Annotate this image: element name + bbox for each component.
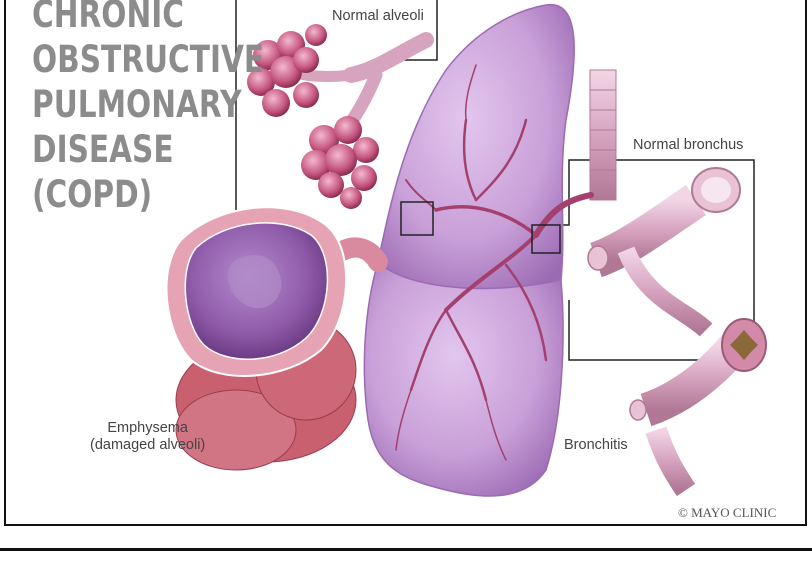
title-line: CHRONIC <box>32 0 264 37</box>
title-line: DISEASE <box>32 127 264 172</box>
title-line: (COPD) <box>32 172 264 217</box>
bronchitis-label: Bronchitis <box>564 437 628 454</box>
title-line: PULMONARY <box>32 82 264 127</box>
emphysema-label-sub: (damaged alveoli) <box>90 437 205 454</box>
diagram-title: CHRONIC OBSTRUCTIVE PULMONARY DISEASE (C… <box>32 0 264 217</box>
bottom-divider <box>0 548 812 551</box>
lung-lower-lobe <box>364 262 563 496</box>
copyright-notice: © MAYO CLINIC <box>678 505 776 521</box>
bronchitis-illustration <box>630 319 766 490</box>
emphysema-label: Emphysema (damaged alveoli) <box>90 420 205 454</box>
title-line: OBSTRUCTIVE <box>32 37 264 82</box>
diagram-frame: CHRONIC OBSTRUCTIVE PULMONARY DISEASE (C… <box>4 0 807 526</box>
normal-alveoli-label: Normal alveoli <box>332 8 424 25</box>
normal-bronchus-label: Normal bronchus <box>633 137 743 154</box>
emphysema-label-main: Emphysema <box>90 420 205 437</box>
trachea <box>590 70 616 200</box>
